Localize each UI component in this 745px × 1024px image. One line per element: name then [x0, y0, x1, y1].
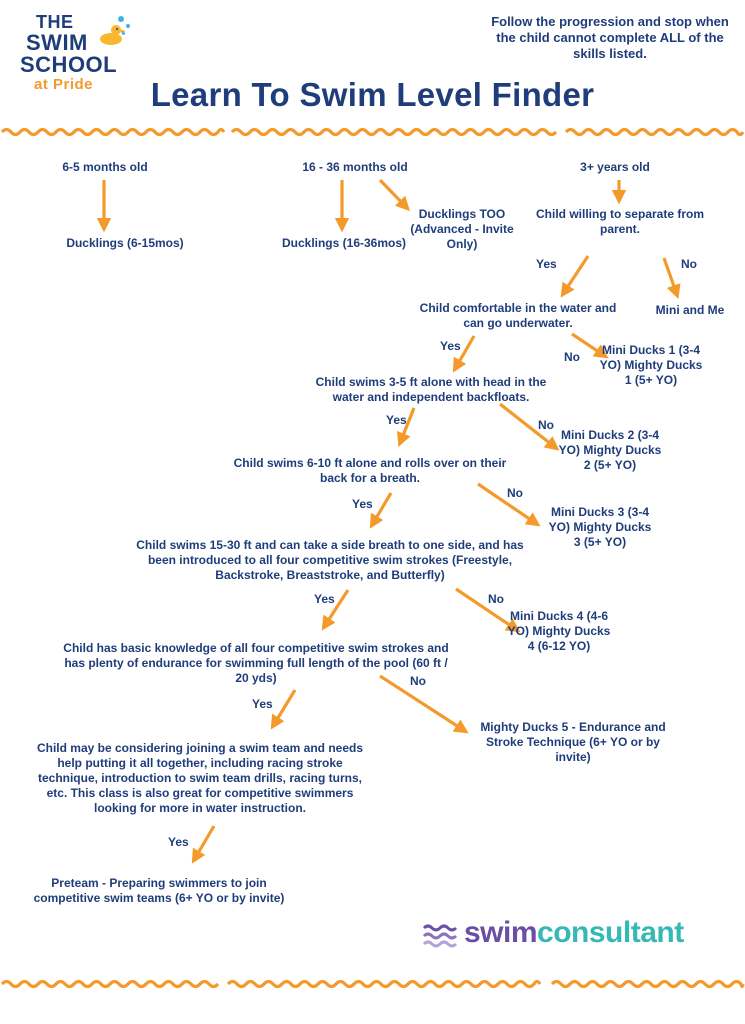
label-no: No: [410, 674, 426, 688]
label-yes: Yes: [440, 339, 461, 353]
result-level-4: Mini Ducks 4 (4-6 YO) Mighty Ducks 4 (6-…: [507, 609, 611, 653]
arrow: [369, 492, 393, 529]
question-swims-6-10-ft: Child swims 6-10 ft alone and rolls over…: [233, 456, 507, 485]
label-no: No: [488, 592, 504, 606]
result-level-5: Mighty Ducks 5 - Endurance and Stroke Te…: [480, 720, 666, 764]
brand-wordmark: swimconsultant: [464, 916, 684, 950]
waves-icon: [422, 924, 458, 948]
label-yes: Yes: [168, 835, 189, 849]
question-stroke-knowledge: Child has basic knowledge of all four co…: [63, 641, 449, 685]
label-yes: Yes: [314, 592, 335, 606]
wave-segment: [550, 979, 745, 989]
logo-text-at-pride: at Pride: [34, 76, 94, 93]
logo-text-the: THE: [36, 12, 74, 32]
label-yes: Yes: [252, 697, 273, 711]
wave-segment: [226, 979, 542, 989]
wave-segment: [230, 127, 558, 137]
label-no: No: [507, 486, 523, 500]
question-separate-from-parent: Child willing to separate from parent.: [535, 207, 705, 236]
question-swim-team: Child may be considering joining a swim …: [36, 741, 364, 815]
label-yes: Yes: [536, 257, 557, 271]
wave-segment: [0, 127, 226, 137]
result-ducklings-6-15: Ducklings (6-15mos): [66, 236, 184, 250]
label-yes: Yes: [386, 413, 407, 427]
result-ducklings-16-36: Ducklings (16-36mos): [281, 236, 407, 250]
wave-segment: [564, 127, 745, 137]
arrow: [662, 257, 681, 300]
label-no: No: [681, 257, 697, 271]
age-16-36-months: 16 - 36 months old: [302, 160, 408, 174]
label-no: No: [564, 350, 580, 364]
swim-school-logo: THE SWIM SCHOOL at Pride: [14, 10, 134, 96]
result-ducklings-too: Ducklings TOO (Advanced - Invite Only): [410, 207, 514, 251]
arrow: [270, 689, 297, 730]
result-level-2: Mini Ducks 2 (3-4 YO) Mighty Ducks 2 (5+…: [558, 428, 662, 472]
bubble-icon: [122, 32, 125, 35]
arrow: [378, 178, 410, 212]
bubble-icon: [126, 24, 130, 28]
label-yes: Yes: [352, 497, 373, 511]
brand-consultant: consultant: [537, 916, 684, 949]
arrow: [560, 255, 590, 298]
question-swims-3-5-ft: Child swims 3-5 ft alone with head in th…: [315, 375, 547, 404]
arrow: [191, 825, 216, 864]
age-3-plus-years: 3+ years old: [580, 160, 650, 174]
question-swims-15-30-ft: Child swims 15-30 ft and can take a side…: [136, 538, 524, 582]
question-comfortable-underwater: Child comfortable in the water and can g…: [419, 301, 617, 330]
bottom-wave-border: [0, 979, 745, 989]
instructions-text: Follow the progression and stop when the…: [491, 14, 729, 61]
age-6-5-months: 6-5 months old: [62, 160, 148, 174]
top-wave-border: [0, 127, 745, 137]
brand-swim: swim: [464, 916, 538, 949]
result-level-3: Mini Ducks 3 (3-4 YO) Mighty Ducks 3 (5+…: [548, 505, 652, 549]
result-preteam: Preteam - Preparing swimmers to join com…: [33, 876, 285, 905]
swimconsultant-logo: swimconsultant: [420, 912, 720, 956]
bubble-icon: [118, 16, 124, 22]
result-level-1: Mini Ducks 1 (3-4 YO) Mighty Ducks 1 (5+…: [599, 343, 703, 387]
page-title: Learn To Swim Level Finder: [150, 76, 595, 113]
logo-text-school: SCHOOL: [20, 52, 118, 77]
wave-segment: [0, 979, 220, 989]
label-no: No: [538, 418, 554, 432]
result-mini-and-me: Mini and Me: [655, 303, 725, 317]
logo-text-swim: SWIM: [26, 30, 88, 55]
duck-icon: [100, 25, 126, 45]
